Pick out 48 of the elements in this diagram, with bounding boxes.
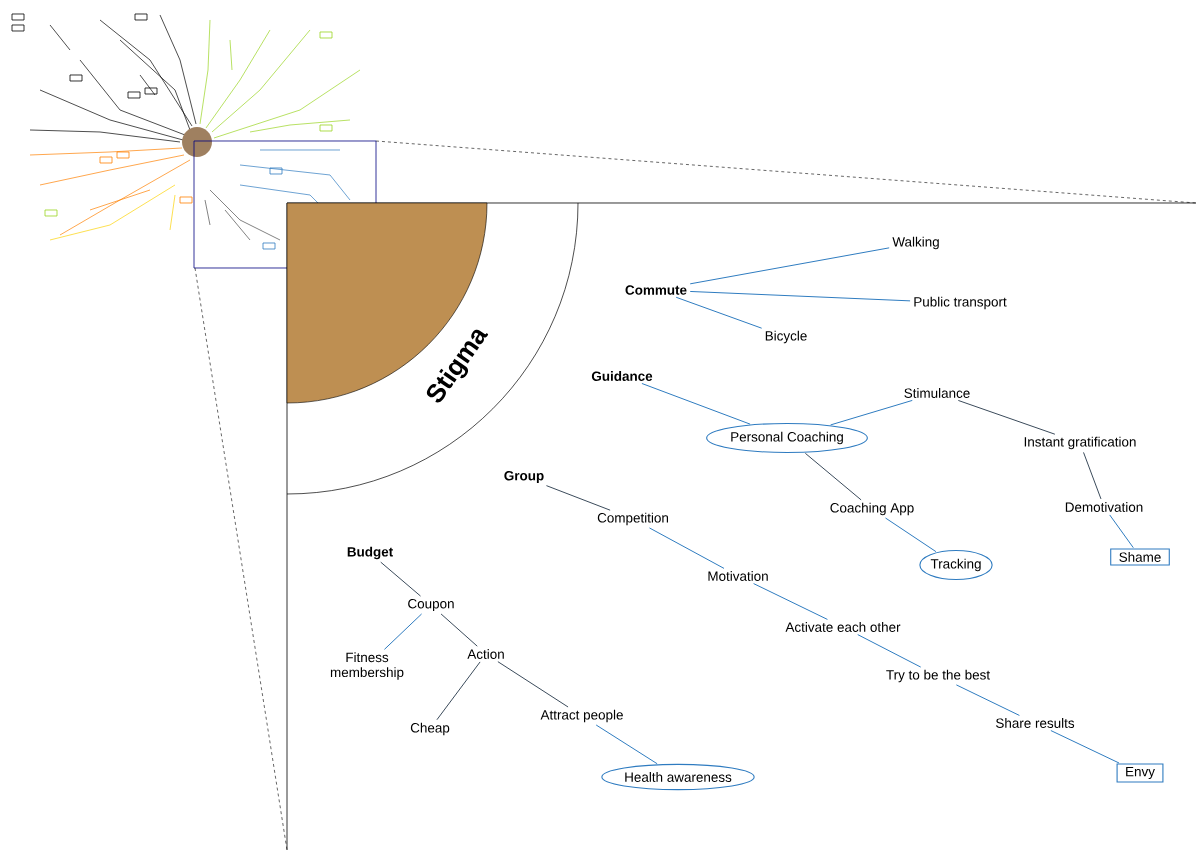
node-label: Commute (625, 285, 687, 295)
connector-line (689, 247, 890, 285)
connector-line (955, 684, 1020, 716)
connector-line (440, 613, 478, 647)
connector-line (380, 561, 422, 597)
connector-line (885, 517, 937, 553)
connector-line (648, 527, 725, 569)
connector-line (1050, 730, 1120, 764)
node-label: Action (467, 649, 504, 659)
node-label: Coupon (408, 598, 454, 612)
connector-line (641, 383, 751, 425)
ellipse-node: Tracking (919, 549, 993, 581)
connector-line (857, 634, 922, 668)
node-label: Instant gratification (1024, 436, 1136, 450)
node-label: Budget (347, 546, 393, 560)
connector-line (1083, 451, 1102, 500)
connector-line (830, 399, 913, 426)
node-label: Motivation (708, 571, 768, 581)
node-label: Activate each other (785, 622, 901, 632)
node-label: Coaching App (830, 502, 914, 516)
connector-line (1109, 514, 1134, 549)
connector-line (753, 583, 828, 620)
node-label: Public transport (914, 296, 1007, 310)
connector-line (595, 724, 658, 765)
connector-line (804, 452, 862, 501)
node-label: Guidance (591, 371, 653, 381)
connector-line (957, 399, 1056, 435)
node-label: Competition (597, 512, 668, 526)
rectangle-node: Shame (1110, 548, 1170, 566)
connector-line (689, 290, 911, 302)
connector-line (436, 661, 481, 721)
connector-line (675, 296, 763, 329)
node-label: Bicycle (765, 330, 807, 344)
node-label: Attract people (540, 709, 623, 723)
ellipse-node: Personal Coaching (706, 422, 868, 454)
ellipse-node: Health awareness (601, 763, 755, 791)
node-label: Fitness membership (330, 652, 404, 680)
rectangle-node: Envy (1116, 763, 1164, 783)
node-label: Cheap (410, 722, 450, 736)
connector-line (497, 661, 569, 708)
node-label: Stimulance (904, 388, 970, 398)
connector-line (383, 613, 423, 650)
node-label: Share results (996, 718, 1075, 728)
node-label: Group (504, 470, 544, 484)
node-label: Walking (892, 236, 939, 250)
node-label: Try to be the best (886, 669, 990, 683)
connector-line (545, 485, 611, 511)
node-label: Demotivation (1065, 502, 1143, 512)
